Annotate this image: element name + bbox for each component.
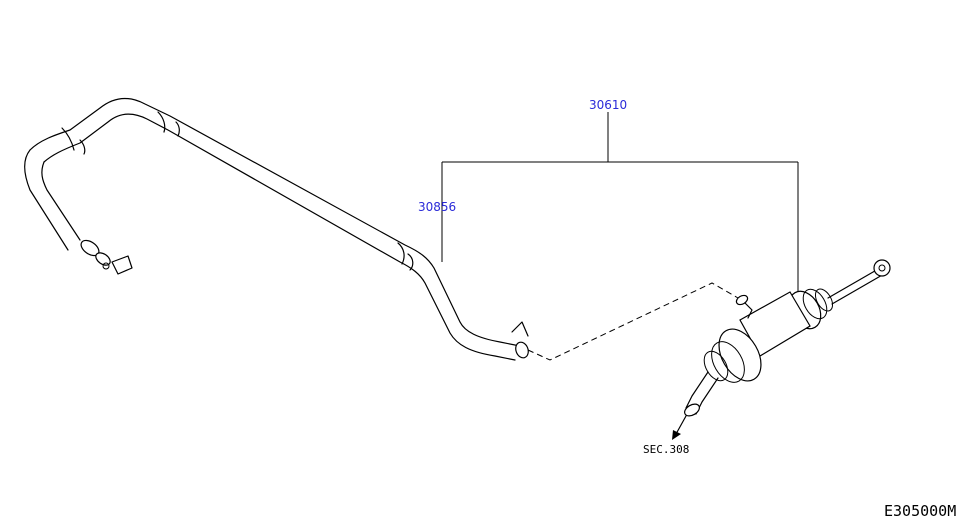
part-number-30610: 30610 bbox=[589, 98, 627, 112]
figure-code: E305000M bbox=[884, 502, 956, 520]
master-cylinder bbox=[672, 259, 891, 440]
connection-dashed-line bbox=[527, 282, 739, 361]
clutch-tube bbox=[24, 97, 529, 361]
leader-lines bbox=[441, 112, 799, 292]
section-reference: SEC.308 bbox=[643, 443, 689, 456]
part-number-30856: 30856 bbox=[418, 200, 456, 214]
